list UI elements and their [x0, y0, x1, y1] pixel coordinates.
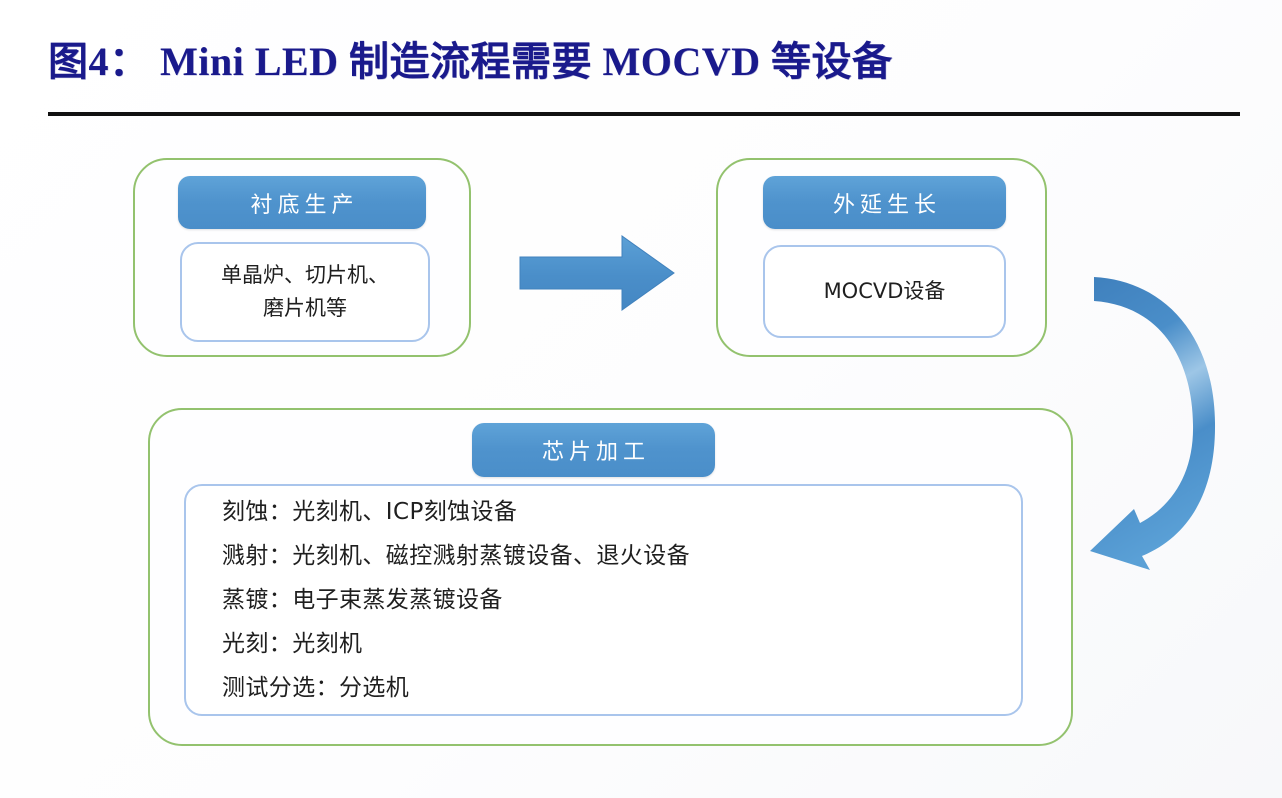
chip-process-line-testing-sorting: 测试分选：分选机: [222, 675, 410, 701]
arrow-right-icon: [518, 234, 676, 312]
stage-epitaxy-header: 外延生长: [763, 176, 1006, 229]
title-divider: [48, 112, 1240, 116]
page-title: 图4： Mini LED 制造流程需要 MOCVD 等设备: [48, 39, 893, 84]
stage-chip-equipment-box: 刻蚀：光刻机、ICP刻蚀设备 溅射：光刻机、磁控溅射蒸镀设备、退火设备 蒸镀：电…: [184, 484, 1023, 716]
stage-substrate-equipment-line-2: 磨片机等: [263, 296, 347, 320]
title-area: 图4： Mini LED 制造流程需要 MOCVD 等设备: [48, 34, 1240, 116]
stage-substrate-equipment-line-1: 单晶炉、切片机、: [221, 263, 389, 287]
stage-substrate-header: 衬底生产: [178, 176, 426, 229]
chip-process-line-etching: 刻蚀：光刻机、ICP刻蚀设备: [222, 499, 518, 525]
stage-substrate-equipment-box: 单晶炉、切片机、 磨片机等: [180, 242, 430, 342]
stage-epitaxy-equipment-box: MOCVD设备: [763, 245, 1006, 338]
curved-arrow-icon: [1088, 275, 1248, 577]
chip-process-line-evaporation: 蒸镀：电子束蒸发蒸镀设备: [222, 587, 503, 613]
stage-epitaxy-equipment-line-1: MOCVD设备: [823, 279, 946, 303]
stage-chip-header: 芯片加工: [472, 423, 715, 477]
chip-process-line-photolithography: 光刻：光刻机: [222, 631, 363, 657]
chip-process-line-sputtering: 溅射：光刻机、磁控溅射蒸镀设备、退火设备: [222, 543, 690, 569]
